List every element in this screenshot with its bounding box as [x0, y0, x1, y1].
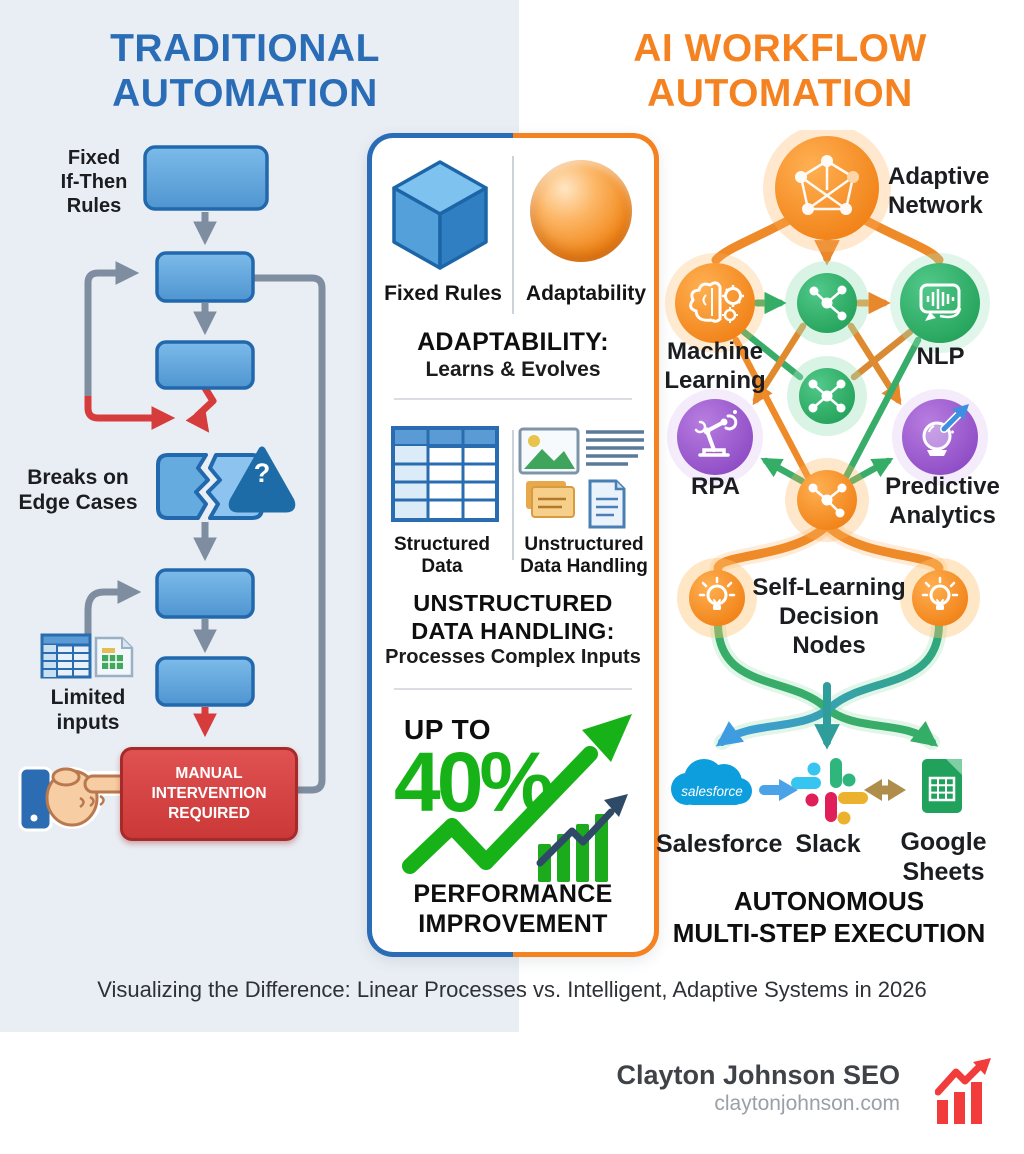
flow-connectors [84, 212, 326, 794]
fixed-rules-caption: Fixed Rules [384, 282, 502, 305]
flow-box-icon [143, 145, 269, 211]
nlp-label: NLP [916, 343, 965, 370]
divider [512, 156, 514, 314]
stat-kicker: UP TO [404, 714, 492, 745]
google-sheets-icon [922, 759, 962, 813]
unstructured-sub: Processes Complex Inputs [385, 646, 641, 668]
chat-waveform-icon [919, 283, 962, 321]
machine-learning-node [675, 263, 755, 343]
warning-question-icon [228, 446, 296, 513]
decision-nodes-label: Self-Learning Decision Nodes [752, 574, 906, 659]
brand-name: Clayton Johnson SEO [616, 1060, 900, 1090]
image-icon [518, 427, 580, 475]
rpa-node [677, 399, 753, 475]
spreadsheet-icon [40, 633, 92, 679]
unstructured-data-caption: Unstructured Data Handling [520, 534, 648, 578]
robot-arm-icon [694, 410, 738, 457]
autonomous-heading: AUTONOMOUS MULTI-STEP EXECUTION [672, 886, 986, 948]
ai-network-diagram: salesforce [665, 130, 990, 825]
ai-title: AI WORKFLOW AUTOMATION [633, 27, 927, 116]
salesforce-logo-text: salesforce [681, 784, 743, 799]
slack-label: Slack [795, 830, 861, 858]
share-node [799, 368, 855, 424]
doc-icon [588, 479, 626, 529]
sphere-icon [530, 160, 632, 262]
adaptability-heading: ADAPTABILITY: [417, 328, 609, 356]
caption: Visualizing the Difference: Linear Proce… [97, 977, 927, 1002]
document-icon [94, 636, 134, 678]
brain-gears-icon [689, 281, 744, 323]
decision-node-right [912, 570, 968, 626]
arrow-slack-to-sheets [864, 779, 906, 801]
predictive-analytics-label: Predictive Analytics [885, 473, 1000, 529]
slack-logo-icon [791, 758, 868, 825]
machine-learning-label: Machine Learning [664, 338, 766, 394]
breaks-label: Breaks on Edge Cases [18, 466, 138, 515]
limited-inputs-label: Limited inputs [50, 686, 126, 735]
share-node-icon [808, 379, 846, 413]
divider [512, 430, 514, 560]
stat-heading: PERFORMANCE IMPROVEMENT [413, 880, 613, 938]
traditional-flowchart [18, 145, 326, 832]
fixed-rules-label: Fixed If-Then Rules [60, 147, 128, 217]
divider [394, 688, 632, 690]
adaptability-sub: Learns & Evolves [425, 358, 601, 381]
network-connectors [709, 209, 948, 750]
decision-hub-node [797, 470, 857, 530]
flow-box-icon [155, 340, 255, 390]
flow-boxes [143, 145, 269, 707]
warning-question-mark: ? [253, 458, 271, 488]
manual-intervention-box: MANUAL INTERVENTION REQUIRED [120, 747, 298, 841]
salesforce-label: Salesforce [656, 830, 783, 858]
predictive-analytics-node [902, 399, 978, 475]
rpa-label: RPA [691, 473, 740, 500]
stat-value: 40% [394, 735, 554, 829]
text-lines-icon [586, 430, 644, 466]
adaptive-network-label: Adaptive Network [888, 163, 990, 219]
share-node [797, 273, 857, 333]
flow-box-icon [155, 251, 255, 303]
decision-node-left [689, 570, 745, 626]
share-node-icon [808, 483, 847, 518]
nlp-node [900, 263, 980, 343]
divider [394, 398, 632, 400]
mixed-media-icon [518, 427, 644, 529]
brand-site: claytonjohnson.com [714, 1092, 900, 1115]
structured-data-caption: Structured Data [393, 534, 491, 578]
table-icon [391, 426, 499, 522]
unstructured-heading: UNSTRUCTURED DATA HANDLING: [411, 590, 615, 644]
crystal-ball-icon [922, 404, 969, 456]
network-graph-icon [795, 155, 859, 215]
traditional-title: TRADITIONAL AUTOMATION [110, 27, 380, 116]
flow-box-icon [155, 656, 255, 707]
comparison-panel: Fixed Rules Adaptability ADAPTABILITY: L… [367, 133, 659, 957]
cube-icon [392, 160, 488, 270]
flow-box-icon [155, 568, 255, 619]
share-node-icon [809, 285, 847, 321]
folders-icon [526, 481, 575, 518]
lightbulb-icon [921, 576, 959, 610]
arrow-salesforce-to-slack [759, 779, 798, 801]
adaptability-caption: Adaptability [525, 282, 647, 305]
salesforce-cloud-icon: salesforce [671, 759, 752, 805]
growth-chart-icon [935, 1058, 991, 1124]
lightbulb-icon [698, 576, 736, 610]
adaptive-network-node [775, 136, 879, 240]
google-sheets-label: Google Sheets [900, 828, 987, 886]
growth-arrow-icon [402, 714, 632, 882]
